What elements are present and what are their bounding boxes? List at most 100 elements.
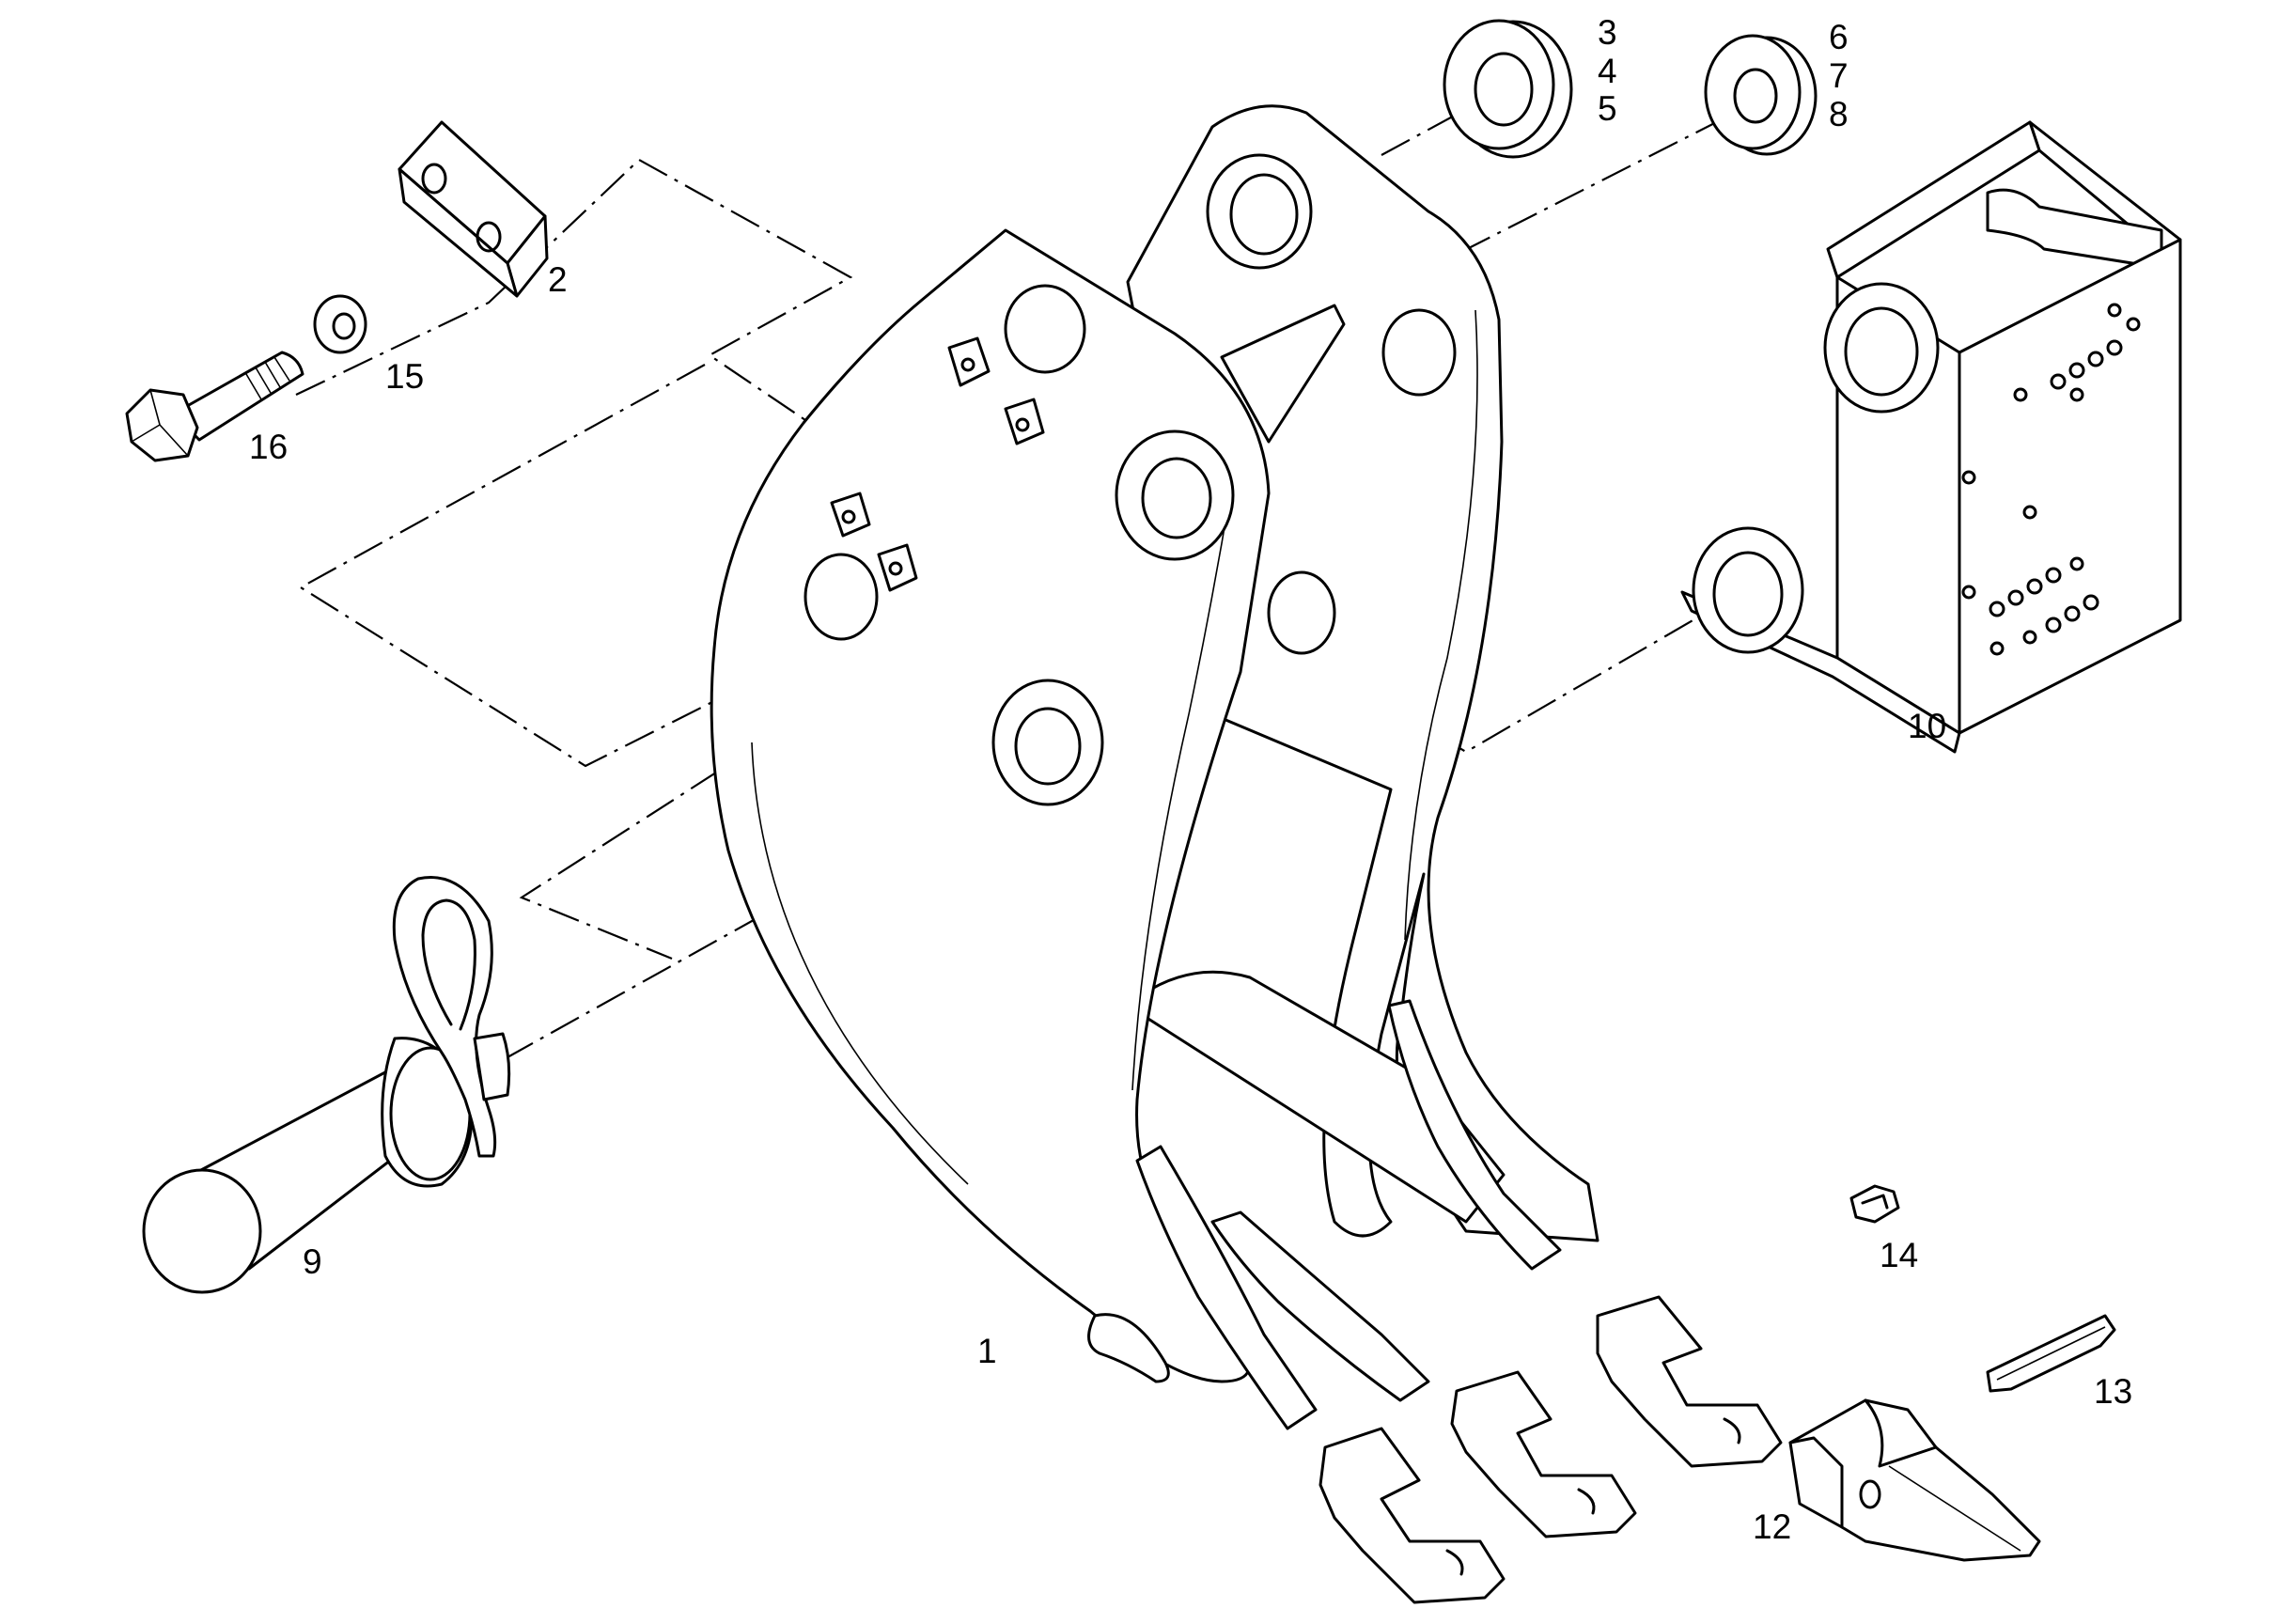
tooth-left-slot [1445, 1549, 1464, 1576]
mount-hole [2045, 617, 2062, 633]
callout-8: 8 [1829, 95, 1849, 133]
mount-hole [1961, 585, 1976, 600]
tooth-shroud-middle [1450, 1370, 1637, 1538]
ripper-rear-plate-edge [1404, 309, 1478, 941]
washer-outer [313, 294, 367, 354]
adapter-ridge [1888, 1465, 2021, 1552]
ripper-tine-left [1135, 1145, 1318, 1430]
ripper-tine-right [1387, 999, 1562, 1271]
callout-9: 9 [303, 1242, 322, 1281]
callout-14: 14 [1880, 1236, 1918, 1274]
plate-hole-lower [476, 221, 502, 253]
mount-upright-front [1826, 120, 2041, 279]
callout-13: 13 [2094, 1372, 2132, 1411]
adapter-top-edge [1864, 1398, 1938, 1468]
mount-hole [2045, 567, 2062, 584]
clip-nut-group [830, 336, 1045, 592]
mount-boss-upper [1823, 282, 1940, 414]
mount-hole [2022, 630, 2037, 645]
mount-boss-lower [1692, 526, 1804, 654]
ripper-front-plate-curve [751, 742, 969, 1185]
tooth-shroud-group [1318, 1295, 1783, 1604]
pin-lock-ring [392, 876, 497, 1158]
tooth-right-slot [1723, 1417, 1741, 1444]
mount-hole [2126, 317, 2141, 332]
mount-hole [1989, 641, 2005, 656]
mount-face-plate [1958, 238, 2182, 735]
bushing-part-3-4-5 [1443, 19, 1573, 159]
clip-nut-a-hole [960, 357, 975, 372]
clip-block-groove [1861, 1194, 1889, 1210]
center-line-bracket-frame [298, 364, 941, 768]
wear-plate-part-13 [1986, 1314, 2116, 1393]
mounting-bracket-part-10 [1680, 120, 2182, 754]
plate-bottom [398, 167, 519, 298]
clip-nut-d [877, 543, 918, 592]
callout-12: 12 [1753, 1507, 1791, 1546]
bushing-3-inner [1474, 52, 1534, 127]
rear-plate-hole-low [1267, 570, 1336, 655]
mount-hole [2083, 594, 2099, 611]
bolt-hex-edge [131, 389, 189, 457]
ripper-front-plate-edge [1131, 488, 1232, 1091]
mount-hole [2064, 605, 2081, 622]
front-plate-hole-top [1004, 284, 1086, 374]
front-plate-hole-side [804, 553, 879, 641]
front-plate-boss-low-inner [1014, 707, 1082, 786]
callout-16: 16 [249, 428, 288, 466]
washer-inner [332, 312, 356, 340]
bolt-shank [172, 351, 304, 442]
mount-boss-upper-inner [1844, 306, 1919, 397]
clip-block-body [1849, 1184, 1900, 1224]
pin-lock-clip [473, 1032, 511, 1101]
mount-hole [2069, 387, 2084, 402]
mount-hole [2106, 339, 2123, 356]
bolt-thread-1 [245, 373, 262, 400]
tooth-middle-slot [1577, 1488, 1596, 1515]
bolt-hex-head [125, 388, 199, 462]
rear-plate-hole-top-inner [1229, 173, 1299, 256]
mount-hole [2022, 505, 2037, 520]
mount-hole [1989, 601, 2005, 617]
callout-7: 7 [1829, 56, 1849, 95]
callout-6: 6 [1829, 18, 1849, 56]
tooth-shroud-right [1596, 1295, 1783, 1468]
rear-plate-hole-mid [1381, 308, 1457, 397]
callout-1: 1 [977, 1332, 997, 1370]
plate-hole-upper [421, 163, 447, 195]
ripper-hook-left [1087, 1313, 1170, 1383]
pin-lock-ring-inner [421, 898, 476, 1031]
ripper-tine-middle [1210, 1210, 1430, 1402]
adapter-pin-hole [1859, 1479, 1881, 1509]
mount-hole [1961, 470, 1976, 485]
plate-part-2 [398, 120, 549, 298]
mount-hole [2087, 351, 2104, 367]
pin-head [142, 1168, 262, 1294]
clip-nut-c [830, 492, 871, 538]
mount-hole [2069, 556, 2084, 571]
front-plate-boss-mid-inner [1141, 457, 1212, 539]
front-plate-boss-low [991, 679, 1104, 806]
bushing-6-inner [1733, 68, 1778, 124]
clip-nut-c-hole [841, 509, 856, 524]
bolt-part-16 [125, 351, 304, 462]
pin-part-9 [142, 876, 511, 1294]
mount-hole [2013, 387, 2028, 402]
bolt-thread-4 [273, 356, 290, 382]
mount-hole [2107, 303, 2122, 318]
wear-plate-edge [1996, 1326, 2106, 1381]
callout-3: 3 [1598, 13, 1617, 52]
ripper-frame-part-1 [710, 104, 1783, 1604]
mount-boss-lower-inner [1712, 551, 1784, 637]
bushing-6-outer [1704, 34, 1802, 150]
callout-2: 2 [548, 260, 568, 299]
adapter-body [1788, 1398, 2041, 1562]
mount-hole [2050, 373, 2067, 390]
mount-hole [2068, 362, 2085, 379]
washer-part-15 [313, 294, 367, 354]
mount-hole [2007, 589, 2024, 606]
bolt-thread-3 [264, 361, 281, 388]
callout-15: 15 [385, 357, 424, 396]
